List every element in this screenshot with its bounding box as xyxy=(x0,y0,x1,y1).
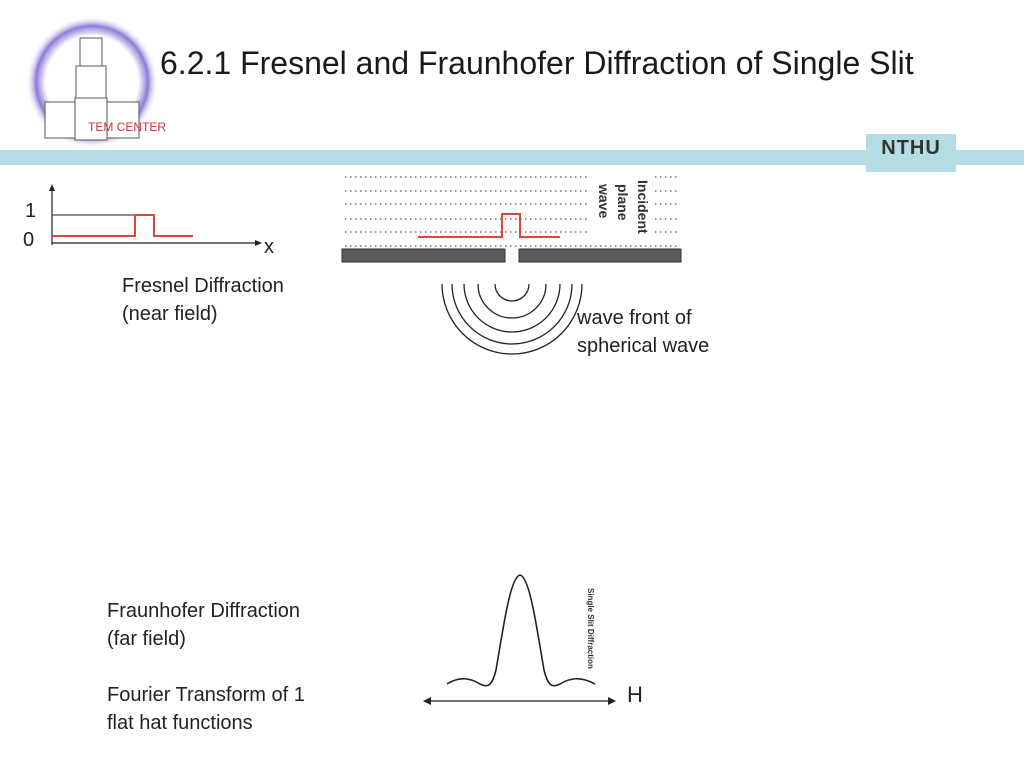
aperture-pulse xyxy=(418,213,560,238)
slide-title: 6.2.1 Fresnel and Fraunhofer Diffraction… xyxy=(160,45,914,81)
svg-text:wave: wave xyxy=(596,183,612,218)
tem-center-logo: TEM CENTER xyxy=(26,16,166,148)
fresnel-pulse xyxy=(52,214,193,237)
svg-text:Incident: Incident xyxy=(635,180,651,234)
y-tick-1: 1 xyxy=(25,200,37,222)
wavefront-label: wave front of spherical wave xyxy=(577,307,710,357)
logo-text: TEM CENTER xyxy=(88,120,166,134)
fraunhofer-label: Fraunhofer Diffraction (far field) xyxy=(107,600,301,650)
header-band xyxy=(0,150,1024,165)
svg-text:plane: plane xyxy=(615,184,631,221)
intensity-curve xyxy=(446,574,596,687)
incident-plane-wave-label: Incident plane wave xyxy=(596,180,651,234)
diffraction-pattern: Single Slit Diffraction xyxy=(423,574,616,705)
slit-screen-right xyxy=(518,248,682,263)
pattern-caption: Single Slit Diffraction xyxy=(586,588,595,669)
fresnel-graph xyxy=(49,184,262,246)
fresnel-label: Fresnel Diffraction (near field) xyxy=(122,275,284,325)
fourier-label: Fourier Transform of 1 flat hat function… xyxy=(107,684,305,734)
y-tick-0: 0 xyxy=(23,229,35,251)
x-axis-label: x xyxy=(264,236,274,258)
h-axis-label: H xyxy=(627,682,643,707)
spherical-wavefronts xyxy=(441,283,583,355)
slit-diagram: Incident plane wave xyxy=(341,176,682,355)
nthu-badge: NTHU xyxy=(866,134,956,172)
slit-screen-left xyxy=(341,248,506,263)
